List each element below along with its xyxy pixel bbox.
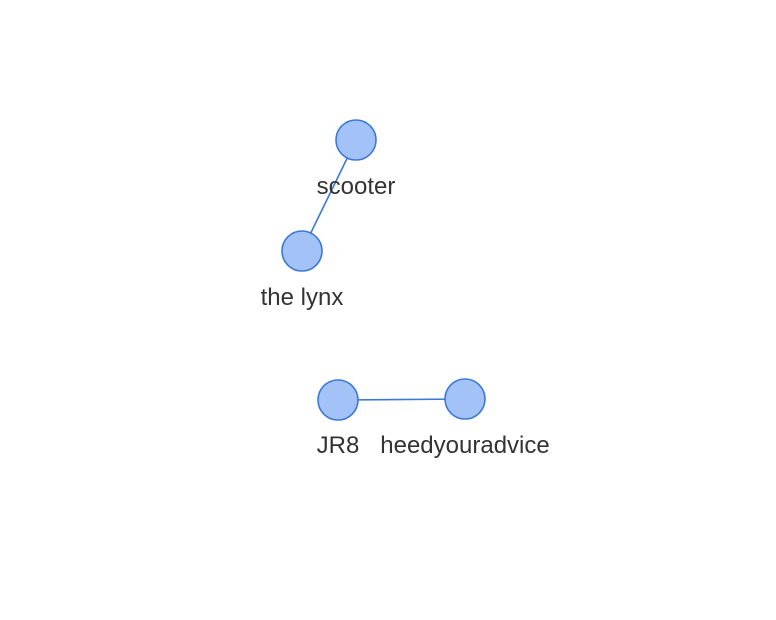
node-label-heedyouradvice: heedyouradvice	[380, 432, 549, 459]
node-label-jr8: JR8	[317, 432, 360, 459]
node-jr8[interactable]	[317, 379, 359, 421]
node-label-the-lynx: the lynx	[261, 284, 344, 311]
node-label-scooter: scooter	[317, 173, 396, 200]
node-scooter[interactable]	[335, 119, 377, 161]
node-the-lynx[interactable]	[281, 230, 323, 272]
edge-jr8-heedyouradvice	[337, 398, 466, 401]
node-heedyouradvice[interactable]	[444, 378, 486, 420]
nodes-layer	[281, 119, 486, 421]
